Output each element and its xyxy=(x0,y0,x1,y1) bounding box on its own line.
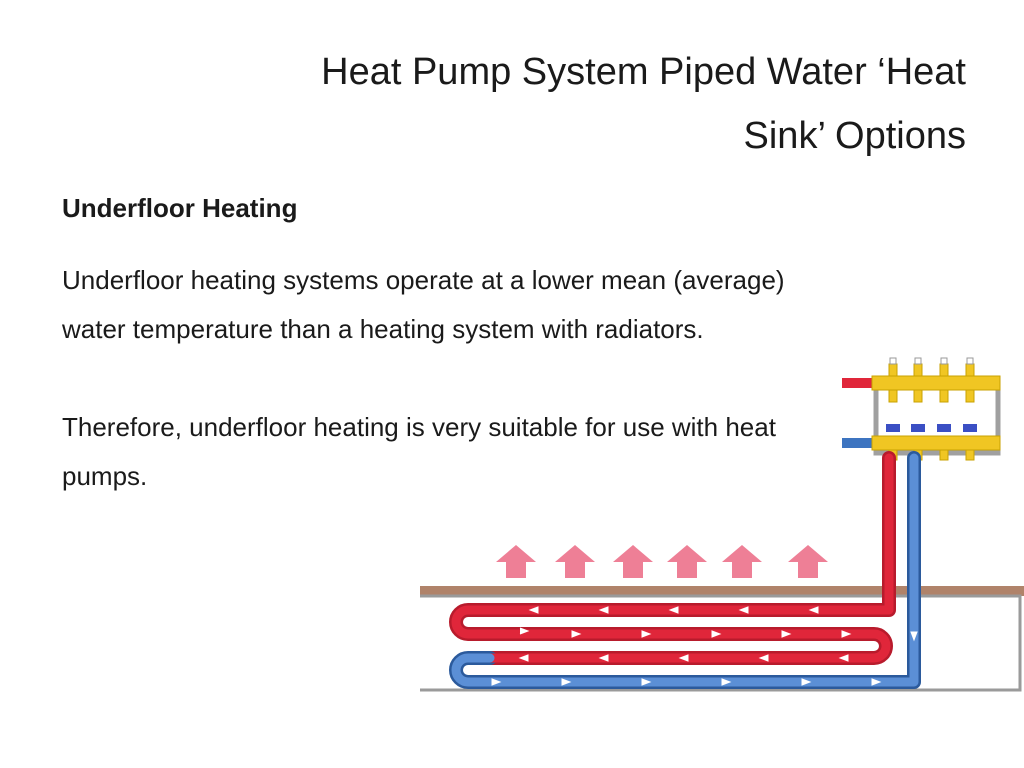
flow-arrow-riser xyxy=(910,631,918,642)
flow-arrows xyxy=(491,606,918,686)
slide-title-line-1: Heat Pump System Piped Water ‘Heat xyxy=(321,51,966,93)
floor-slab xyxy=(420,586,1024,692)
paragraph-1: Underfloor heating systems operate at a … xyxy=(62,265,785,344)
manifold xyxy=(842,357,1001,461)
heat-arrow xyxy=(555,545,595,578)
heat-arrow xyxy=(667,545,707,578)
heat-arrows xyxy=(496,545,828,578)
section-heading: Underfloor Heating xyxy=(62,193,298,223)
flow-arrows-row-4 xyxy=(491,678,882,686)
body-text: Underfloor heating systems operate at a … xyxy=(62,256,822,501)
heat-arrow xyxy=(613,545,653,578)
slide-title-line-2: Sink’ Options xyxy=(743,115,966,157)
flow-arrows-row-1 xyxy=(528,606,819,614)
pipe-loop xyxy=(449,451,921,689)
paragraph-2: Therefore, underfloor heating is very su… xyxy=(62,412,776,491)
slide-title: Heat Pump System Piped Water ‘Heat Sink’… xyxy=(206,40,966,168)
flow-arrows-row-3 xyxy=(518,654,849,662)
heat-arrow xyxy=(788,545,828,578)
heat-arrow xyxy=(496,545,536,578)
flow-arrows-row-2 xyxy=(519,627,852,638)
heat-arrow xyxy=(722,545,762,578)
